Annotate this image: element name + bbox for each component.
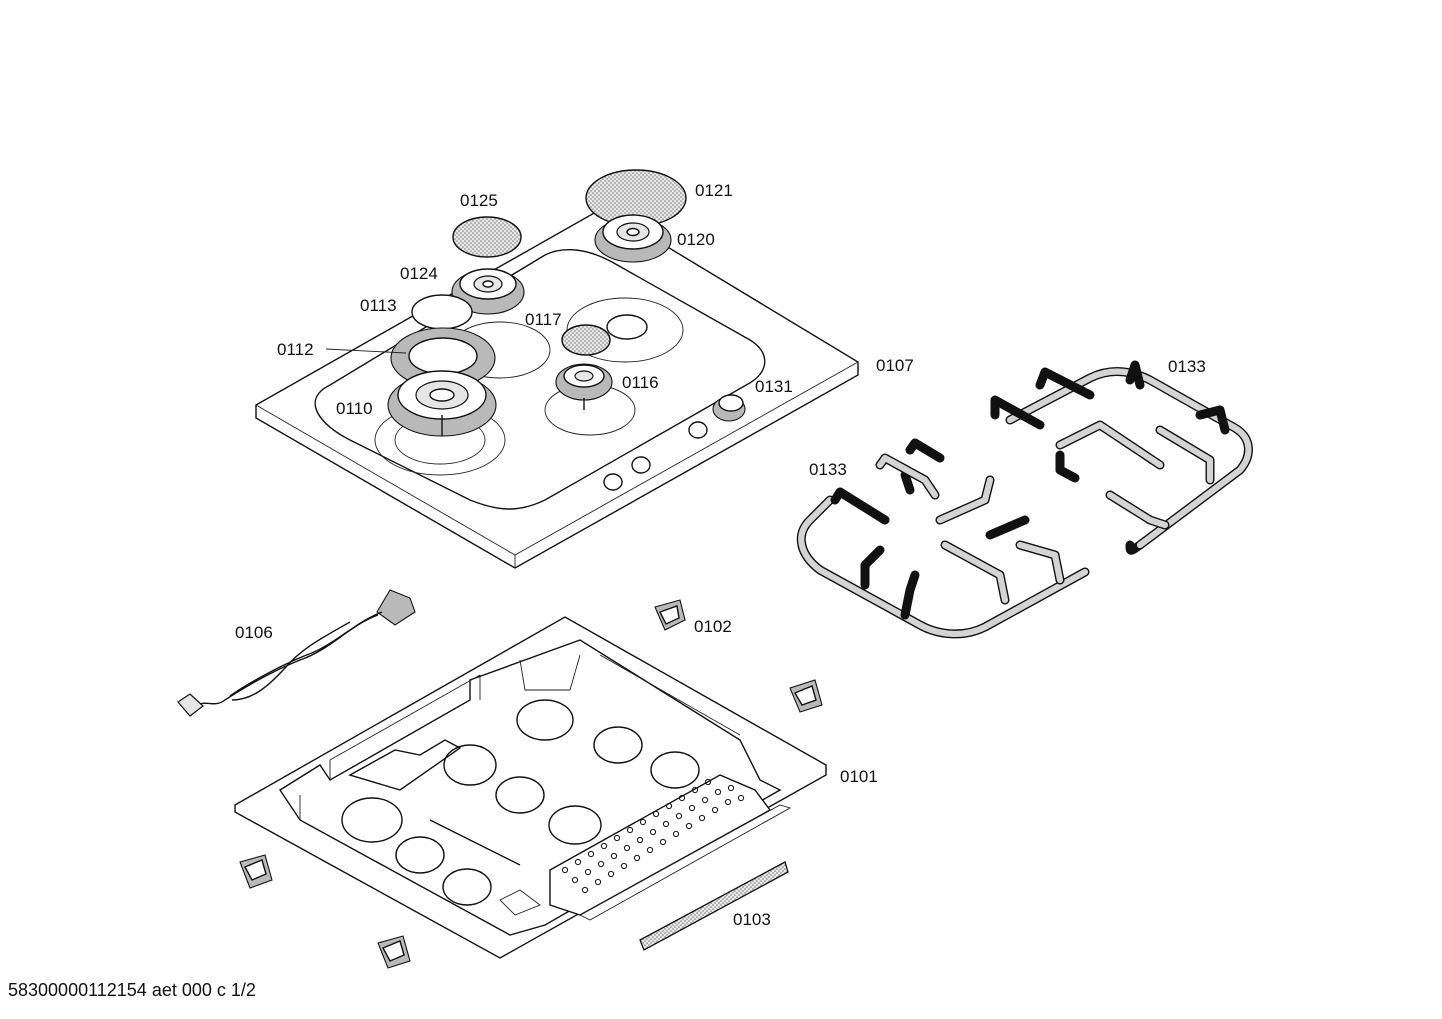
mounting-clamp: [377, 935, 411, 969]
label-0101: 0101: [840, 767, 878, 786]
pan-support-right: [990, 360, 1253, 555]
burner-cap-0117: [561, 324, 611, 356]
power-cable: [177, 589, 416, 717]
label-0133-right: 0133: [1168, 357, 1206, 376]
control-knob-0131: [712, 394, 746, 422]
burner-head-0120: [594, 214, 672, 263]
document-id: 58300000112154 aet 000 c 1/2: [8, 980, 256, 1000]
label-0112: 0112: [277, 340, 314, 359]
mounting-clamp: [239, 854, 273, 889]
label-0113: 0113: [360, 296, 397, 315]
label-0116: 0116: [622, 373, 659, 392]
mounting-clamp: [654, 599, 686, 631]
label-0117: 0117: [525, 310, 562, 329]
label-0102: 0102: [694, 617, 732, 636]
burner-cap-0113: [411, 294, 473, 330]
mounting-clamp: [789, 679, 823, 713]
burner-mount: [341, 699, 700, 906]
label-0110: 0110: [336, 399, 373, 418]
label-0120: 0120: [677, 230, 715, 249]
burner-cap-0125: [452, 216, 522, 258]
label-0106: 0106: [235, 623, 273, 642]
label-0124: 0124: [400, 264, 438, 283]
leader-line: [325, 348, 407, 354]
burner-base-0110: [387, 370, 497, 437]
burner-head-0124: [451, 268, 525, 315]
label-0125: 0125: [460, 191, 498, 210]
burner-head-0116: [555, 363, 613, 410]
pan-support-left: [796, 438, 1090, 639]
label-0121: 0121: [695, 181, 733, 200]
label-0103: 0103: [733, 910, 771, 929]
label-0131: 0131: [755, 377, 793, 396]
label-0107: 0107: [876, 356, 914, 375]
bottom-tray: [234, 616, 827, 959]
label-0133-left: 0133: [809, 460, 847, 479]
vent-holes: [561, 778, 745, 894]
sealing-strip: [639, 861, 789, 951]
part-labels: 0125 0121 0120 0124 0113 0117 0112 0107 …: [235, 181, 1206, 929]
